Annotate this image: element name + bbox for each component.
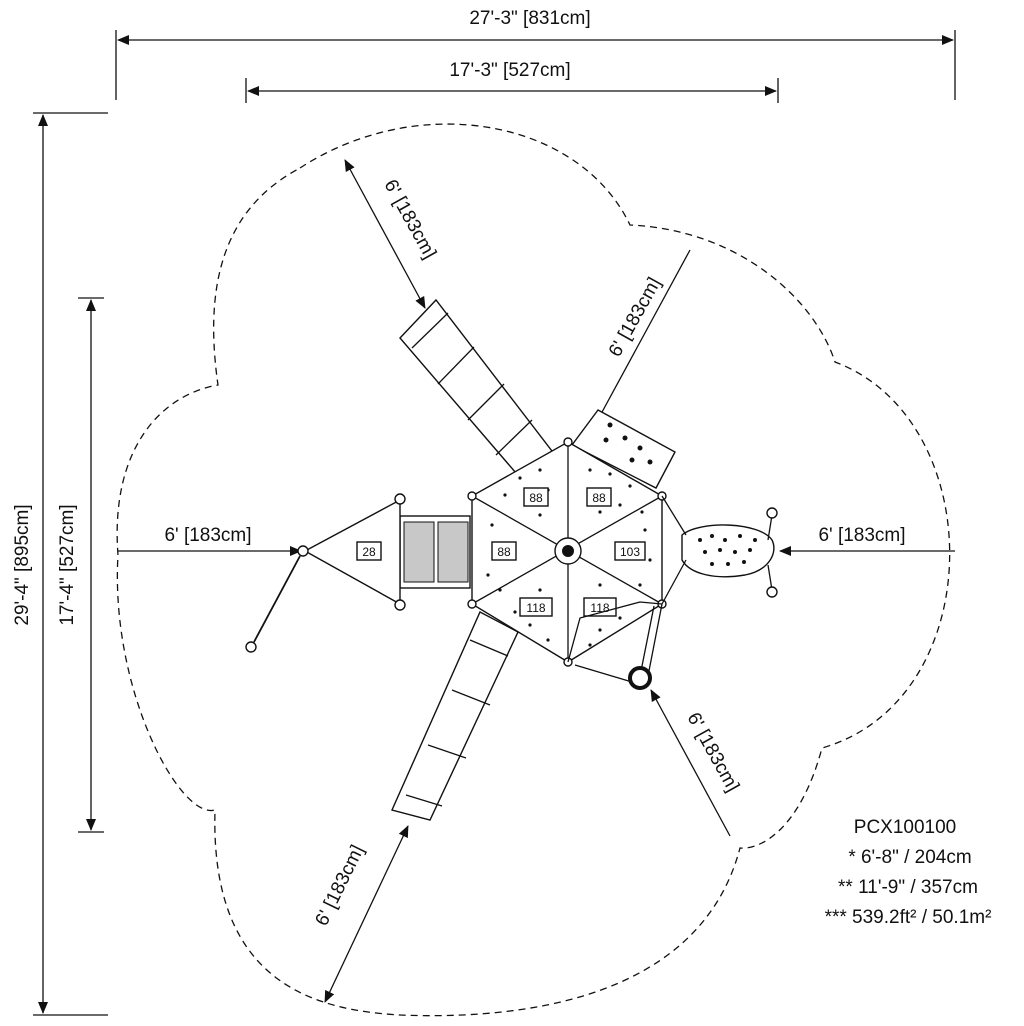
bridge-walkway	[399, 515, 471, 589]
inner-depth-label: 17'-4" [527cm]	[57, 504, 78, 625]
model-number: PCX100100	[854, 817, 956, 838]
svg-text:88: 88	[497, 545, 511, 559]
overall-width-label: 27'-3" [831cm]	[469, 8, 590, 29]
clearance-top-left: 6' [183cm]	[344, 159, 441, 309]
svg-text:88: 88	[592, 491, 606, 505]
slide-upper-left	[399, 298, 556, 489]
note-line-3: *** 539.2ft² / 50.1m²	[825, 907, 992, 928]
svg-text:6' [183cm]: 6' [183cm]	[312, 842, 369, 929]
svg-text:6' [183cm]: 6' [183cm]	[380, 176, 441, 262]
ring-climber	[567, 601, 663, 690]
climbing-net-right	[661, 495, 778, 605]
triangle-canopy: 28	[245, 493, 406, 653]
svg-text:118: 118	[526, 601, 545, 615]
overall-depth-dimension: 29'-4" [895cm]	[12, 112, 108, 1016]
svg-text:28: 28	[362, 545, 376, 559]
svg-text:88: 88	[529, 491, 543, 505]
note-line-1: * 6'-8" / 204cm	[848, 847, 971, 868]
climber-wall	[570, 409, 676, 489]
svg-text:6' [183cm]: 6' [183cm]	[164, 525, 251, 546]
overall-width-dimension: 27'-3" [831cm]	[115, 8, 956, 100]
inner-width-label: 17'-3" [527cm]	[449, 60, 570, 81]
svg-text:103: 103	[620, 545, 640, 559]
inner-depth-dimension: 17'-4" [527cm]	[57, 297, 104, 833]
clearance-top-right: 6' [183cm]	[594, 249, 691, 426]
overall-depth-label: 29'-4" [895cm]	[12, 504, 33, 625]
note-line-2: ** 11'-9" / 357cm	[838, 877, 978, 898]
clearance-left: 6' [183cm]	[118, 525, 302, 556]
inner-width-dimension: 17'-3" [527cm]	[245, 60, 779, 103]
model-notes: PCX100100 * 6'-8" / 204cm ** 11'-9" / 35…	[825, 817, 992, 928]
clearance-bottom-left: 6' [183cm]	[312, 825, 409, 1003]
slide-lower-left	[391, 611, 519, 821]
svg-text:6' [183cm]: 6' [183cm]	[605, 274, 666, 360]
svg-text:6' [183cm]: 6' [183cm]	[683, 709, 744, 795]
svg-text:6' [183cm]: 6' [183cm]	[818, 525, 905, 546]
clearance-bottom-right: 6' [183cm]	[650, 689, 744, 837]
clearance-right: 6' [183cm]	[779, 525, 955, 556]
panel-tags: 88 88 88 103 118 118	[491, 487, 646, 617]
